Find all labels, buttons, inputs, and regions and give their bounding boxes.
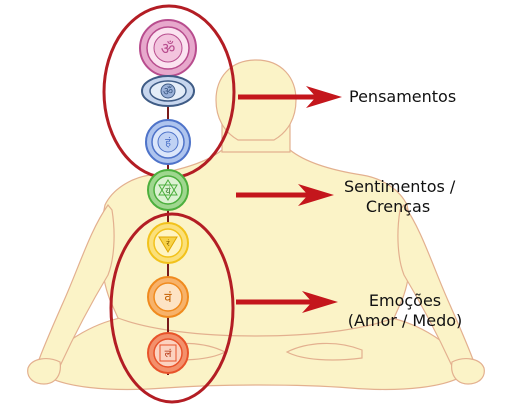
meditating-figure (27, 59, 485, 391)
feelings-label: Sentimentos / Crenças (344, 177, 456, 217)
left-hand (27, 358, 61, 385)
throat-chakra-glyph: हं (165, 136, 171, 149)
solar-plexus-chakra-glyph: रं (166, 239, 170, 248)
thoughts-label: Pensamentos (349, 87, 456, 107)
root-chakra-glyph: लं (165, 348, 172, 360)
third-eye-chakra-glyph: ॐ (163, 85, 173, 98)
emotions-ellipse (109, 212, 235, 404)
emotions-arrow (236, 291, 338, 313)
right-hand (451, 358, 485, 385)
chakra-column: ॐ ॐ हं यं रं (139, 19, 197, 374)
feelings-label-line2: Crenças (365, 197, 431, 216)
heart-chakra-glyph: यं (165, 186, 171, 197)
feelings-arrow (236, 184, 334, 206)
emotions-label-line1: Emoções (368, 291, 442, 310)
crown-chakra-glyph: ॐ (161, 39, 176, 58)
sacral-chakra-icon: वं (147, 276, 189, 318)
heart-chakra-icon: यं (147, 169, 189, 211)
feelings-label-line1: Sentimentos / (344, 177, 456, 196)
thoughts-label-text: Pensamentos (349, 87, 457, 106)
sacral-chakra-glyph: वं (164, 291, 172, 306)
emotions-label-line2: (Amor / Medo) (347, 311, 463, 330)
crown-chakra-icon: ॐ (139, 19, 197, 77)
thoughts-arrow (238, 86, 342, 108)
right-foot (285, 342, 363, 361)
third-eye-chakra-icon: ॐ (141, 75, 195, 107)
emotions-label: Emoções (Amor / Medo) (346, 291, 464, 331)
head (215, 59, 297, 141)
solar-plexus-chakra-icon: रं (147, 222, 189, 264)
root-chakra-icon: लं (147, 332, 189, 374)
throat-chakra-icon: हं (145, 119, 191, 165)
